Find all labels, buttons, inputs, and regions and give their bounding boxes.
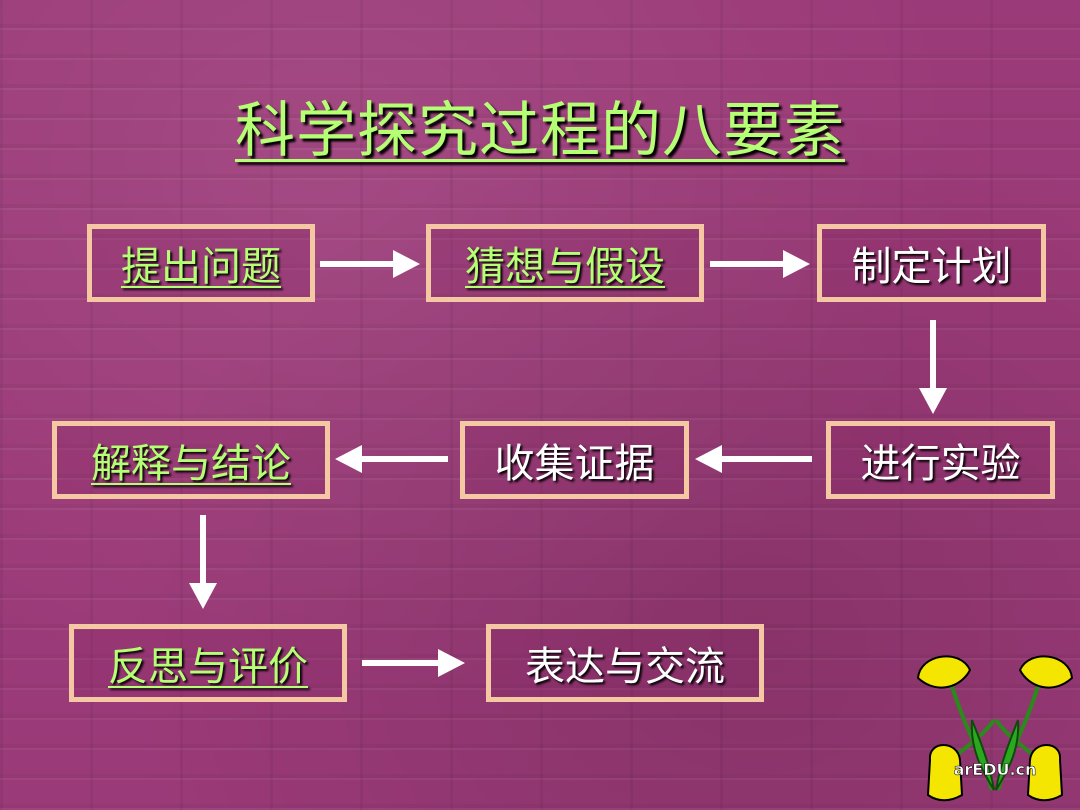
step-express-communicate: 表达与交流 [486, 624, 764, 702]
step-raise-question[interactable]: 提出问题 [87, 224, 315, 302]
logo-text: arEDU.cn [954, 760, 1037, 779]
step-experiment: 进行实验 [826, 421, 1055, 499]
bellflower-logo-icon: arEDU.cn [916, 655, 1074, 802]
step-explain-conclude[interactable]: 解释与结论 [52, 421, 330, 499]
arrow-right-2 [710, 250, 810, 278]
step-hypothesis[interactable]: 猜想与假设 [426, 224, 704, 302]
arrow-left-1 [695, 445, 812, 473]
arrow-down-2 [189, 515, 217, 609]
arrow-right-1 [320, 250, 420, 278]
arrow-left-2 [335, 445, 448, 473]
step-collect-evidence: 收集证据 [460, 421, 689, 499]
arrow-down-1 [919, 320, 947, 414]
arrow-right-3 [362, 649, 465, 677]
step-reflect-evaluate[interactable]: 反思与评价 [69, 624, 347, 702]
step-make-plan: 制定计划 [817, 224, 1046, 302]
slide-title[interactable]: 科学探究过程的八要素 [235, 96, 845, 166]
